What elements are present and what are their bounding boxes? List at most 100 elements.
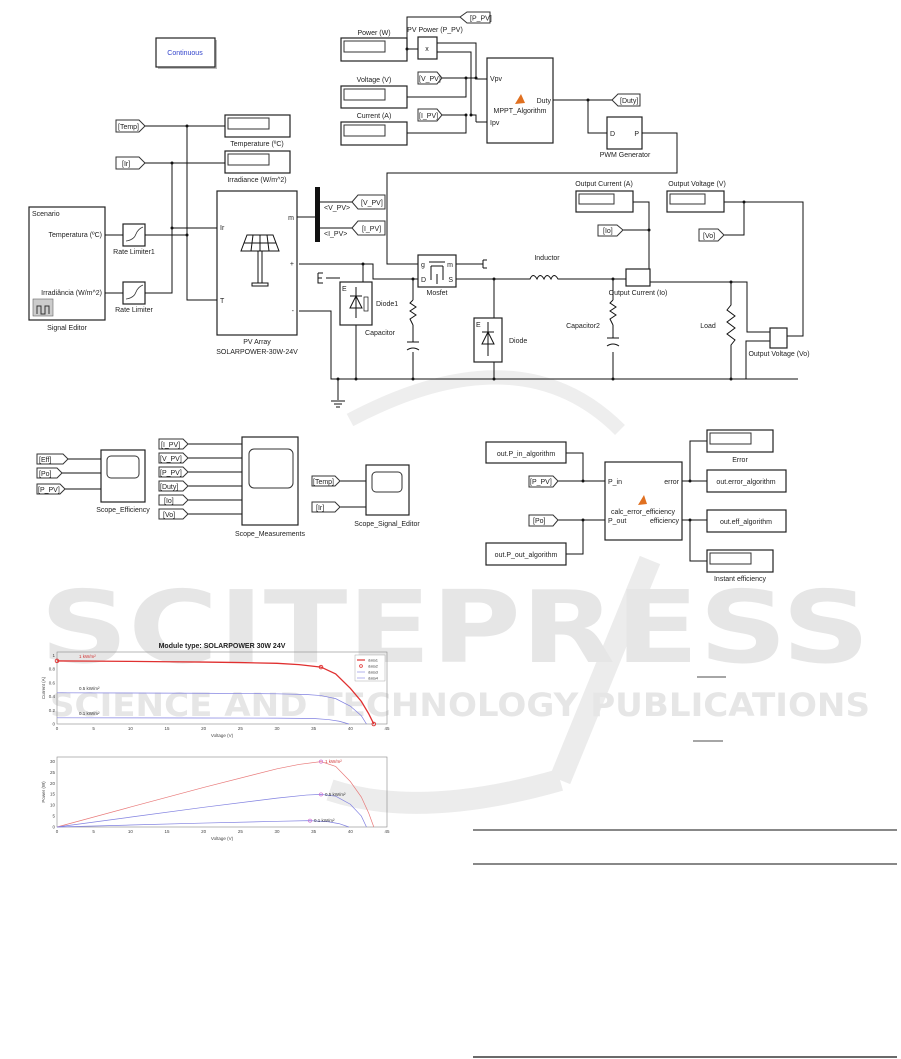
port-g: g (421, 262, 425, 269)
from-eff[interactable]: [Eff] (36, 453, 69, 465)
scope-measurements[interactable]: Scope_Measurements (235, 436, 306, 538)
capacitor2-block[interactable]: Capacitor2 (566, 299, 620, 347)
goto-vo[interactable]: [Vo] (698, 228, 725, 242)
chart-title: Module type: SOLARPOWER 30W 24V (159, 643, 286, 650)
diode-block[interactable]: E Diode (473, 317, 527, 363)
inductor-label: Inductor (534, 255, 560, 262)
diode-label: Diode (509, 338, 527, 345)
wires-scopes (62, 443, 366, 515)
to-workspace-p-out[interactable]: out.P_out_algorithm (485, 542, 567, 566)
data-point-marker (54, 658, 60, 664)
from-p-pv[interactable]: [P_PV] (36, 483, 66, 495)
calc-error-efficiency-block[interactable]: P_in P_out error efficiency calc_error_e… (604, 461, 683, 541)
goto-io[interactable]: [Io] (597, 224, 624, 237)
capacitor-label: Capacitor (365, 330, 396, 337)
solver-block[interactable]: Continuous (155, 37, 217, 69)
series-annotation: 0.5 kW/m² (325, 792, 346, 797)
tag-label: [Vo] (163, 512, 175, 519)
y-tick-label: 5 (52, 814, 55, 819)
display-label: Output Voltage (V) (668, 181, 726, 188)
series-line (56, 761, 375, 828)
goto-ir[interactable]: [Ir] (115, 156, 146, 170)
capacitor-block[interactable]: Capacitor (365, 299, 420, 351)
from-po[interactable]: [Po] (36, 467, 63, 479)
mppt-block[interactable]: Vpv Ipv Duty MPPT_Algorithm (486, 57, 554, 144)
terminator-e (317, 272, 323, 284)
capacitor-icon (406, 341, 420, 351)
from-v-pv-2[interactable]: [V_PV] (158, 452, 189, 464)
data-point-marker (318, 664, 324, 670)
to-workspace-eff[interactable]: out.eff_algorithm (706, 509, 787, 533)
pv-array-block[interactable]: Ir T m + - PV Array SOLARPOWER-30W-24V (216, 190, 298, 356)
product-block[interactable]: PV Power (P_PV) x (407, 27, 463, 60)
goto-v-pv[interactable]: [V_PV] (351, 194, 386, 210)
goto-p-pv[interactable]: [P_PV] (459, 11, 492, 24)
from-p-pv-3[interactable]: [P_PV] (528, 475, 559, 488)
current-sensor-block[interactable]: Output Current (Io) (609, 268, 668, 297)
resistor-icon (726, 294, 736, 358)
port-temperatura: Temperatura (ºC) (48, 232, 102, 239)
tag-label: [Temp] (118, 124, 139, 131)
workspace-label: out.P_out_algorithm (495, 552, 558, 559)
goto-i-pv[interactable]: [I_PV] (351, 220, 386, 236)
from-v-pv[interactable]: [V_PV] (417, 71, 443, 85)
mosfet-block[interactable]: g m D S Mosfet (417, 254, 457, 297)
x-tick-label: 5 (92, 726, 95, 731)
display-label: Output Current (A) (575, 181, 633, 188)
load-block[interactable]: Load (700, 294, 736, 358)
from-ir-2[interactable]: [Ir] (311, 501, 341, 513)
display-label: Error (732, 457, 748, 464)
display-instant-efficiency[interactable]: Instant efficiency (706, 549, 774, 583)
bus-selector[interactable]: <V_PV> <I_PV> (315, 187, 350, 242)
scope-signal-editor[interactable]: Scope_Signal_Editor (354, 464, 420, 528)
voltage-sensor-block[interactable]: Output Voltage (Vo) (748, 327, 810, 358)
port-ir: Ir (220, 225, 225, 232)
display-power[interactable]: Power (W) (340, 30, 408, 62)
from-i-pv[interactable]: [I_PV] (417, 108, 443, 122)
goto-duty[interactable]: [Duty] (611, 93, 641, 107)
rate-limiter1-block[interactable]: Rate Limiter1 (113, 223, 155, 256)
signal-editor-block[interactable]: Scenario Temperatura (ºC) Irradiância (W… (28, 206, 106, 332)
legend-entry: data4 (368, 676, 379, 681)
tag-label: [Ir] (122, 161, 130, 168)
y-tick-label: 0.6 (49, 680, 56, 685)
display-error[interactable]: Error (706, 429, 774, 464)
display-voltage[interactable]: Voltage (V) (340, 77, 408, 109)
port-ipv: Ipv (490, 120, 500, 127)
pv-array-label: PV Array (243, 339, 271, 346)
goto-temp[interactable]: [Temp] (115, 119, 146, 133)
display-temperature[interactable]: Temperature (ºC) (224, 114, 291, 148)
solver-label: Continuous (167, 50, 203, 57)
mppt-label: MPPT_Algorithm (494, 108, 547, 115)
from-i-pv-2[interactable]: [I_PV] (158, 438, 189, 450)
from-vo-2[interactable]: [Vo] (158, 508, 189, 520)
from-duty-2[interactable]: [Duty] (158, 480, 189, 492)
display-output-current[interactable]: Output Current (A) (575, 181, 634, 213)
to-workspace-p-in[interactable]: out.P_in_algorithm (485, 441, 567, 464)
display-label: Power (W) (357, 30, 390, 37)
display-irradiance[interactable]: Irradiance (W/m^2) (224, 150, 291, 184)
to-workspace-error[interactable]: out.error_algorithm (706, 469, 787, 493)
from-po-3[interactable]: [Po] (528, 514, 559, 527)
wires-circuit (299, 200, 804, 400)
y-tick-label: 10 (50, 803, 56, 808)
rate-limiter1-label: Rate Limiter1 (113, 249, 155, 256)
mpp-marker (308, 818, 312, 823)
tag-label: [P_PV] (160, 470, 182, 477)
port-e: E (342, 286, 347, 293)
inductor-block[interactable]: Inductor (520, 255, 574, 281)
display-output-voltage[interactable]: Output Voltage (V) (666, 181, 726, 213)
port-plus: + (290, 261, 294, 268)
x-tick-label: 20 (201, 829, 207, 834)
series-annotation: 0.5 kW/m² (79, 686, 100, 691)
port-efficiency: efficiency (650, 518, 680, 525)
scope-efficiency[interactable]: Scope_Efficiency (96, 449, 150, 514)
ground-symbol (331, 400, 345, 408)
diode1-block[interactable]: E Diode1 (339, 281, 398, 326)
from-io-2[interactable]: [Io] (158, 494, 189, 506)
pwm-generator-block[interactable]: D P PWM Generator (600, 116, 651, 159)
display-current[interactable]: Current (A) (340, 113, 408, 146)
from-temp-2[interactable]: [Temp] (311, 475, 341, 487)
from-p-pv-2[interactable]: [P_PV] (158, 466, 189, 478)
rate-limiter-block[interactable]: Rate Limiter (115, 281, 154, 314)
